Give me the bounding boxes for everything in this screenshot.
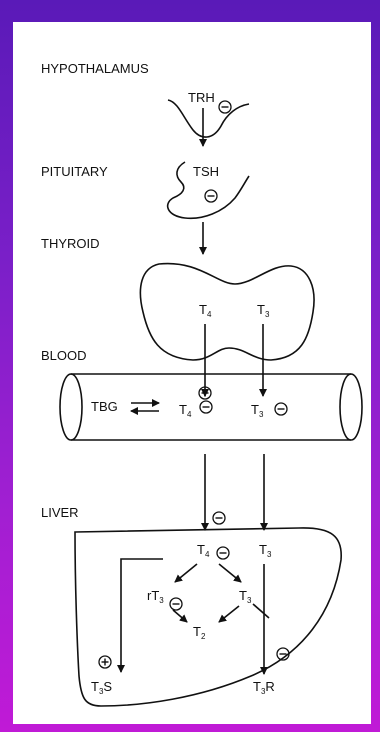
thyroid-axis-diagram: HYPOTHALAMUS PITUITARY THYROID BLOOD LIV… [13, 22, 371, 724]
hypothalamus-shape [168, 100, 249, 137]
inhibit-symbol [275, 403, 287, 415]
inhibit-symbol [200, 401, 212, 413]
t3-to-t2-arrow [219, 606, 239, 622]
label-t3-liver: T3 [259, 542, 272, 559]
label-tbg: TBG [91, 399, 118, 414]
label-rt3: rT3 [147, 588, 164, 605]
t4-to-t3-arrow [219, 564, 241, 582]
label-t3s: T3S [91, 679, 112, 696]
label-blood: BLOOD [41, 348, 87, 363]
inhibit-symbol [219, 101, 231, 113]
t3s-pathway-arrow [121, 559, 163, 672]
t4-to-rt3-arrow [175, 564, 197, 582]
label-thyroid: THYROID [41, 236, 100, 251]
thyroid-shape [140, 264, 314, 360]
inhibit-symbol [205, 190, 217, 202]
stimulate-symbol [99, 656, 111, 668]
label-trh: TRH [188, 90, 215, 105]
inhibit-symbol [213, 512, 225, 524]
label-t3-thyroid: T3 [257, 302, 270, 319]
label-t3r: T3R [253, 679, 275, 696]
inhibit-symbol [170, 598, 182, 610]
label-t4-liver: T4 [197, 542, 210, 559]
label-pituitary: PITUITARY [41, 164, 108, 179]
label-liver: LIVER [41, 505, 79, 520]
label-t4-thyroid: T4 [199, 302, 212, 319]
rt3-to-t2-arrow [173, 610, 187, 622]
equilibrium-arrows [131, 403, 159, 411]
label-t3-blood: T3 [251, 402, 264, 419]
t3-branch-line [253, 604, 269, 618]
diagram-slide: HYPOTHALAMUS PITUITARY THYROID BLOOD LIV… [13, 22, 371, 724]
label-t2: T2 [193, 624, 206, 641]
label-t3-inner: T3 [239, 588, 252, 605]
label-tsh: TSH [193, 164, 219, 179]
label-hypothalamus: HYPOTHALAMUS [41, 61, 149, 76]
inhibit-symbol [217, 547, 229, 559]
label-t4-blood: T4 [179, 402, 192, 419]
